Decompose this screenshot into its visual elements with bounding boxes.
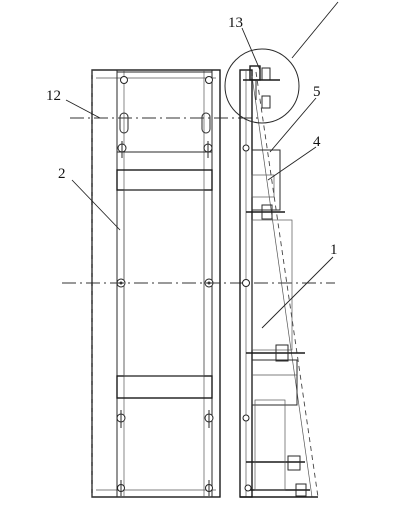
leader-5	[269, 97, 317, 153]
side-block-4	[251, 149, 281, 211]
callout-labels: 13 12 5 4 2 1	[46, 15, 338, 258]
front-bolts	[116, 76, 214, 492]
side-view	[239, 69, 319, 498]
leader-top-right	[291, 1, 339, 59]
callout-4: 4	[313, 134, 321, 150]
bolt-icon	[120, 76, 128, 84]
side-sloped-inner	[251, 75, 313, 498]
front-slot-left	[119, 112, 129, 134]
front-slot-right	[201, 112, 211, 134]
leader-lines	[65, 1, 339, 329]
callout-12: 12	[46, 88, 61, 104]
bracket-clamp	[261, 204, 273, 220]
side-lower-block	[251, 359, 298, 406]
side-plate-1	[251, 219, 293, 351]
callout-2: 2	[58, 166, 66, 182]
front-upper-crossbar	[116, 169, 213, 191]
leader-2	[71, 179, 121, 231]
callout-5: 5	[313, 84, 321, 100]
front-lower-crossbar	[116, 375, 213, 399]
detail-circle	[224, 48, 300, 124]
side-sloped-face	[255, 71, 319, 498]
callout-1: 1	[330, 242, 338, 258]
callout-13: 13	[228, 15, 243, 31]
bolt-icon	[205, 76, 213, 84]
detail-circle-outline	[224, 48, 300, 124]
front-top-bracket	[116, 71, 213, 153]
leader-4	[267, 146, 317, 181]
leader-12	[65, 99, 101, 119]
leader-13	[241, 27, 261, 71]
leader-1	[261, 256, 334, 329]
